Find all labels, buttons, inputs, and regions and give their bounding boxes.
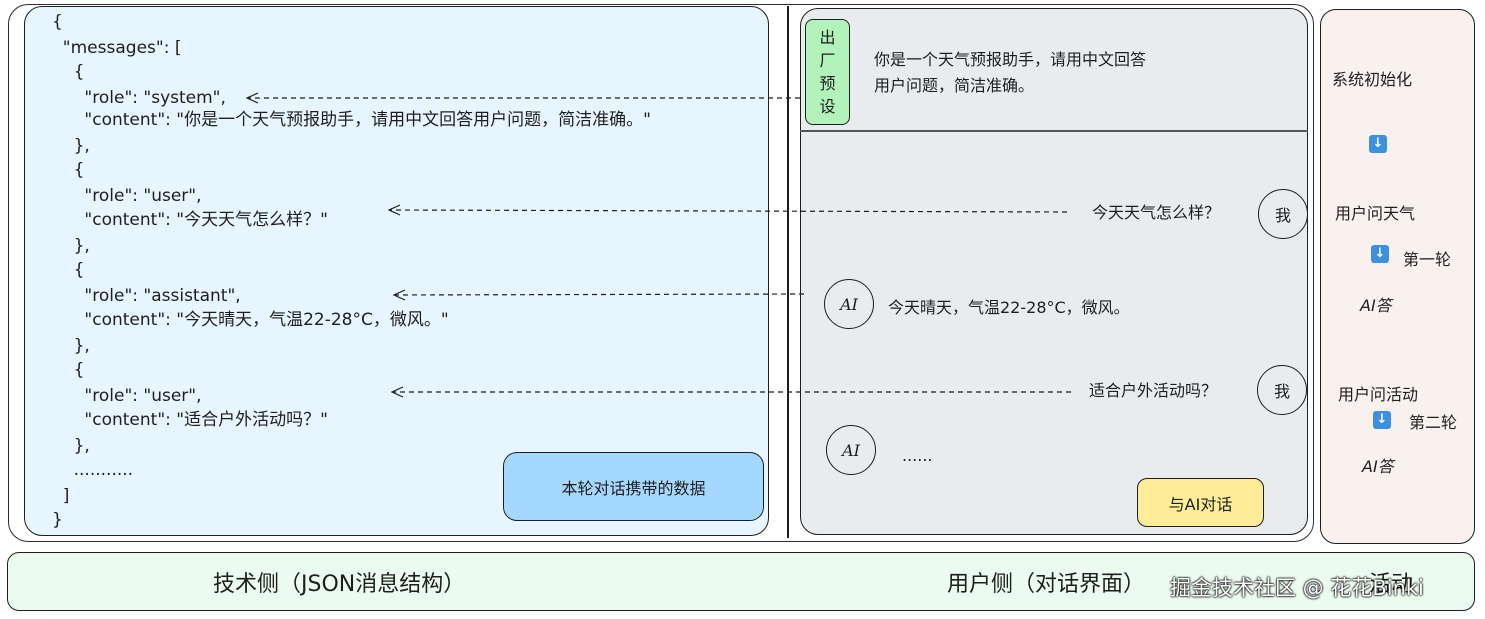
ai-avatar-label: AI bbox=[842, 440, 860, 460]
round-label-2: 第二轮 bbox=[1409, 413, 1458, 432]
json-caption: 本轮对话携带的数据 bbox=[561, 478, 706, 498]
chat-caption: 与AI对话 bbox=[1168, 494, 1233, 514]
json-panel bbox=[24, 6, 769, 536]
dashed-connector bbox=[389, 209, 1068, 213]
json-line: "content": "今天晴天，气温22-28°C，微风。" bbox=[52, 310, 449, 330]
outer-frame bbox=[8, 4, 1314, 542]
json-line: { bbox=[52, 62, 85, 82]
arrow-head bbox=[387, 204, 401, 216]
step-system-init: 系统初始化 bbox=[1332, 70, 1413, 89]
preset-badge-char: 设 bbox=[819, 97, 836, 116]
system-prompt-line2: 用户问题，简洁准确。 bbox=[874, 76, 1035, 95]
json-line: } bbox=[52, 510, 63, 530]
user-avatar: 我 bbox=[1258, 189, 1308, 239]
preset-badge: 出 厂 预 设 bbox=[805, 19, 850, 125]
arrow-head bbox=[390, 386, 404, 398]
json-line: "role": "assistant", bbox=[52, 286, 241, 306]
user-question-1: 今天天气怎么样？ bbox=[1092, 203, 1221, 222]
ai-avatar-label: AI bbox=[840, 294, 858, 314]
chat-panel bbox=[800, 8, 1308, 535]
preset-badge-char: 出 bbox=[819, 28, 836, 47]
bottom-label-user-side: 用户侧（对话界面） bbox=[947, 572, 1146, 597]
json-line: "content": "今天天气怎么样？" bbox=[52, 210, 328, 230]
json-line: "messages": [ bbox=[52, 38, 182, 58]
json-line: }, bbox=[52, 336, 90, 356]
user-avatar: 我 bbox=[1257, 365, 1307, 415]
json-line: { bbox=[52, 360, 85, 380]
user-avatar-label: 我 bbox=[1274, 206, 1291, 225]
step-user-ask-activity: 用户问活动 bbox=[1338, 385, 1419, 404]
json-line: }, bbox=[52, 436, 90, 456]
user-question-2: 适合户外活动吗？ bbox=[1089, 381, 1218, 400]
json-line: { bbox=[52, 12, 63, 32]
down-arrow-icon: ↓ bbox=[1369, 135, 1387, 153]
json-line: }, bbox=[52, 136, 90, 156]
json-line: ........... bbox=[52, 460, 134, 480]
ai-avatar: AI bbox=[826, 425, 876, 475]
arrow-head bbox=[392, 289, 406, 301]
json-line: "role": "user", bbox=[52, 186, 202, 206]
steps-panel bbox=[1320, 9, 1475, 544]
json-line: ] bbox=[52, 486, 70, 506]
preset-badge-char: 厂 bbox=[819, 51, 836, 70]
ai-avatar: AI bbox=[824, 279, 874, 329]
step-ai-answer: AI答 bbox=[1362, 457, 1394, 476]
json-line: "role": "system", bbox=[52, 88, 226, 108]
system-prompt-line1: 你是一个天气预报助手，请用中文回答 bbox=[874, 50, 1147, 69]
round-label-1: 第一轮 bbox=[1403, 250, 1452, 269]
json-line: "role": "user", bbox=[52, 386, 202, 406]
json-line: "content": "你是一个天气预报助手，请用中文回答用户问题，简洁准确。" bbox=[52, 110, 651, 130]
bottom-label-tech-side: 技术侧（JSON消息结构） bbox=[213, 572, 466, 597]
dashed-connector bbox=[394, 293, 805, 296]
step-ai-answer: AI答 bbox=[1360, 296, 1392, 315]
bottom-label-partial: 活动 bbox=[1369, 572, 1414, 597]
preset-badge-char: 预 bbox=[819, 74, 836, 93]
json-line: { bbox=[52, 160, 85, 180]
ai-answer-2: ...... bbox=[902, 446, 933, 465]
json-line: }, bbox=[52, 236, 90, 256]
bottom-bar bbox=[7, 552, 1475, 611]
down-arrow-icon: ↓ bbox=[1373, 411, 1391, 429]
chat-caption-box: 与AI对话 bbox=[1137, 478, 1264, 527]
panel-divider bbox=[787, 6, 789, 538]
json-line: "content": "适合户外活动吗？" bbox=[52, 410, 328, 430]
down-arrow-icon: ↓ bbox=[1371, 245, 1389, 263]
json-line: { bbox=[52, 260, 85, 280]
step-user-ask-weather: 用户问天气 bbox=[1335, 204, 1416, 223]
arrow-head bbox=[245, 92, 259, 104]
watermark: 掘金技术社区 @ 花花Binki bbox=[1170, 576, 1424, 600]
user-avatar-label: 我 bbox=[1273, 382, 1290, 401]
ai-answer-1: 今天晴天，气温22-28°C，微风。 bbox=[888, 298, 1130, 317]
json-caption-box: 本轮对话携带的数据 bbox=[503, 452, 764, 521]
chat-separator bbox=[800, 130, 1308, 132]
